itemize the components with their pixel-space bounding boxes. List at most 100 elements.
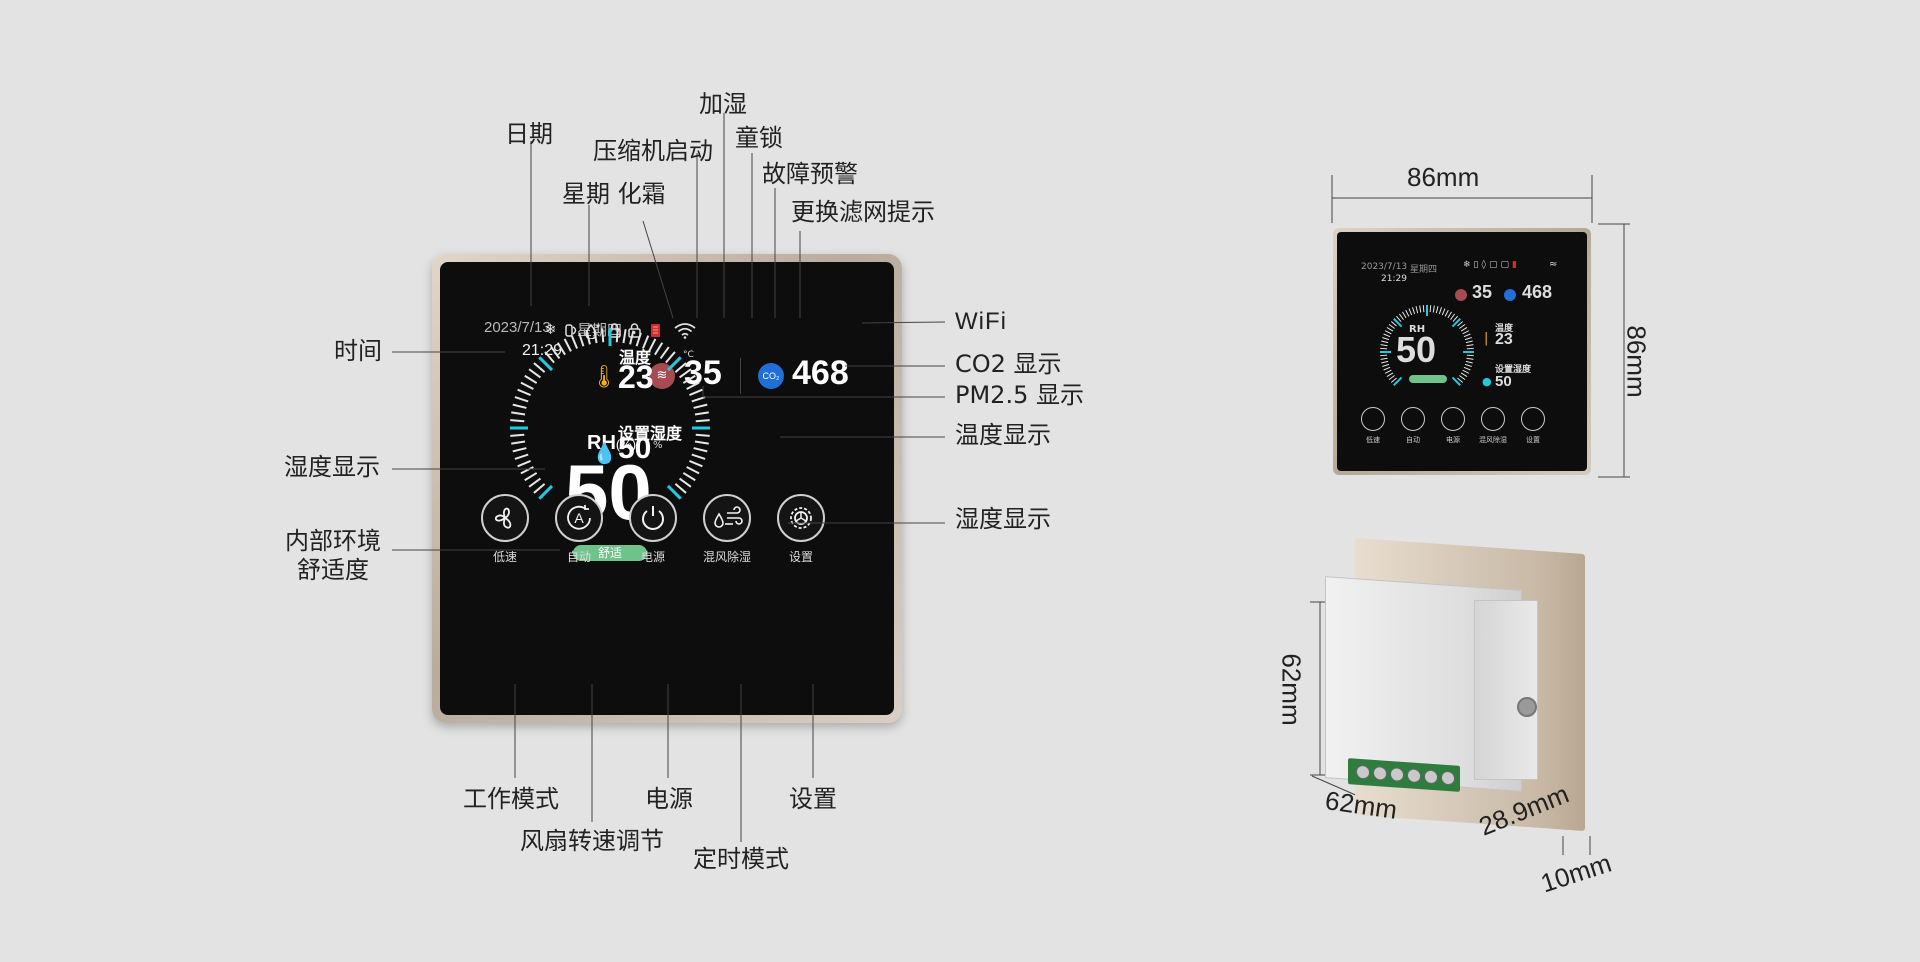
gauge-tick [556, 342, 566, 356]
co2-icon: CO₂ [758, 363, 784, 389]
gauge-tick [538, 484, 554, 500]
gauge-tick [512, 403, 527, 409]
callout-pm25-display: PM2.5 显示 [955, 381, 1084, 409]
gauge-tick [510, 419, 525, 423]
gauge-tick [1441, 308, 1446, 316]
callout-compressor: 压缩机启动 [593, 137, 713, 165]
small-temperature-value: 23 [1495, 331, 1513, 348]
gauge-tick [1466, 357, 1474, 360]
callout-fan-speed: 风扇转速调节 [520, 827, 664, 855]
small-fan-button[interactable] [1361, 407, 1385, 431]
gauge-tick [585, 330, 591, 345]
gauge-tick [674, 483, 687, 494]
gauge-tick [641, 335, 650, 349]
callout-filter-replace: 更换滤网提示 [791, 198, 935, 226]
gauge-tick [682, 472, 696, 482]
gauge-tick [1381, 340, 1389, 344]
gauge-tick [1466, 354, 1474, 357]
gauge-tick [1452, 315, 1458, 322]
set-humidity-unit: % [653, 440, 663, 451]
gauge-tick [578, 332, 585, 347]
callout-settings: 设置 [789, 785, 837, 813]
small-wifi-icon: ≈ [1549, 259, 1558, 270]
gauge-tick [1438, 307, 1442, 315]
gauge-tick [1382, 337, 1390, 341]
gauge-tick [570, 335, 579, 349]
fan-speed-label: 低速 [492, 550, 517, 564]
gauge-tick [1444, 309, 1449, 317]
gauge-tick [1390, 321, 1397, 327]
terminal-screw [1390, 767, 1404, 782]
small-button-label: 电源 [1446, 436, 1460, 444]
small-power-button[interactable] [1441, 407, 1465, 431]
gauge-tick [510, 433, 525, 437]
gauge-tick [622, 329, 627, 344]
gauge-tick [512, 447, 527, 453]
gauge-tick [1435, 306, 1439, 314]
small-button-label: 混风除湿 [1479, 436, 1507, 444]
gauge-tick [666, 356, 682, 372]
humidity-gauge [510, 328, 710, 500]
callout-comfort: 内部环境 舒适度 [285, 527, 381, 584]
gauge-tick [601, 328, 605, 343]
gauge-tick [1415, 306, 1419, 314]
gauge-tick [1459, 323, 1466, 329]
gauge-tick [1460, 372, 1468, 377]
callout-temperature-display: 温度显示 [955, 421, 1051, 449]
callout-humidity-display-right: 湿度显示 [955, 505, 1051, 533]
small-co2-value: 468 [1522, 282, 1553, 302]
callout-wifi: WiFi [955, 308, 1007, 335]
small-button-label: 设置 [1526, 436, 1540, 444]
terminal-screw [1441, 770, 1455, 786]
set-humidity-value: 50 [618, 432, 652, 465]
gauge-tick [1457, 321, 1464, 327]
small-humidity-value: 50 [1396, 329, 1437, 370]
thermostat-screen: 2023/7/13 星期四 21:29 ❄ ≋ 35 CO₂ 468 RH(%)… [440, 262, 894, 715]
callout-weekday-defrost: 星期 化霜 [562, 180, 666, 208]
callout-fault-warning: 故障预警 [762, 160, 858, 188]
gauge-tick [629, 330, 635, 345]
gauge-tick [689, 388, 703, 397]
settings-button[interactable] [777, 494, 825, 542]
small-auto-mode-button[interactable] [1401, 407, 1425, 431]
small-button-label: 自动 [1406, 436, 1420, 444]
rh-text: RH [587, 432, 616, 454]
gauge-tick [1465, 340, 1473, 344]
screen-date: 2023/7/13 [484, 319, 551, 336]
comfort-badge: 舒适 [573, 545, 647, 561]
gauge-tick [648, 338, 657, 352]
auto-mode-button[interactable]: A [555, 494, 603, 542]
settings-label: 设置 [788, 550, 813, 564]
small-temperature-label: 温度 [1495, 324, 1514, 334]
fault-warning-icon [626, 322, 643, 339]
gauge-tick [678, 368, 692, 379]
small-humidity-gauge [1380, 305, 1474, 386]
dim-height-label: 86mm [1621, 325, 1652, 398]
filter-replace-icon [647, 322, 664, 339]
gauge-tick [514, 396, 529, 403]
gauge-tick [666, 484, 682, 500]
gauge-tick [544, 351, 555, 364]
gauge-tick [1393, 376, 1403, 386]
gauge-tick [538, 356, 554, 372]
callout-humidity-display-left: 湿度显示 [284, 453, 380, 481]
gauge-tick [1380, 344, 1388, 347]
gauge-tick [1419, 305, 1422, 313]
small-mixed-air-dehumidify-button[interactable] [1481, 407, 1505, 431]
gauge-tick [1386, 372, 1394, 377]
gauge-tick [694, 411, 709, 416]
power-button[interactable] [629, 494, 677, 542]
mixed-air-dehumidify-button[interactable] [703, 494, 751, 542]
gauge-tick [1388, 375, 1395, 381]
gauge-tick [678, 477, 692, 488]
gauge-tick [1463, 366, 1471, 371]
fan-speed-button[interactable] [481, 494, 529, 542]
gauge-tick [693, 403, 708, 409]
compressor-icon [563, 322, 580, 339]
small-settings-gear-button[interactable] [1521, 407, 1545, 431]
gauge-tick [1405, 309, 1410, 317]
gauge-tick [1386, 327, 1394, 332]
gauge-tick [1450, 313, 1456, 320]
gauge-tick [1462, 330, 1470, 335]
